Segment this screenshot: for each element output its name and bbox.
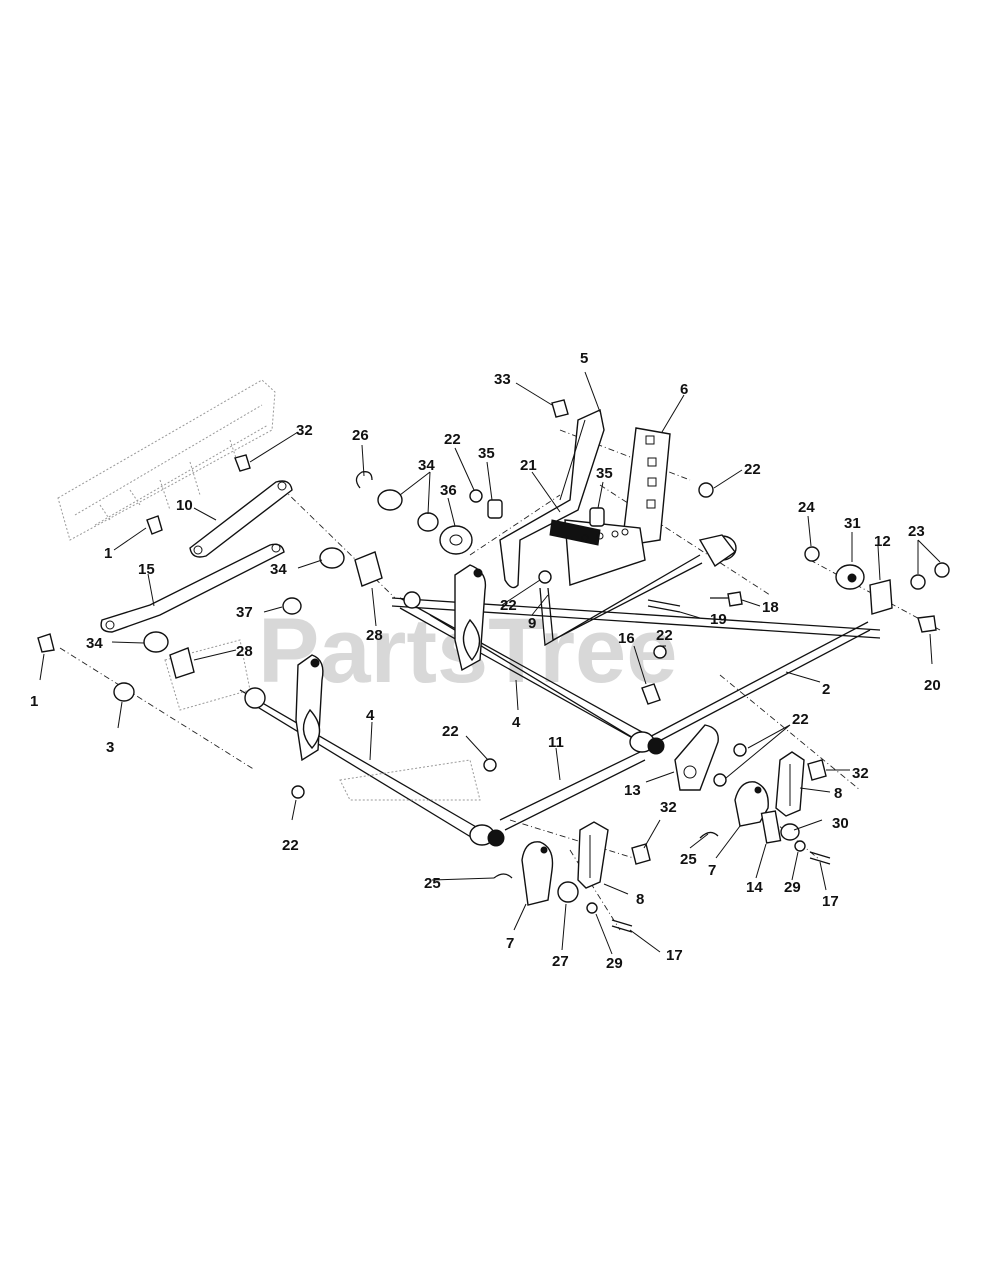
frame-outline — [57, 379, 276, 541]
label-28: 28 — [236, 643, 253, 660]
label-4: 4 — [512, 714, 521, 731]
label-8: 8 — [834, 785, 842, 802]
part-14 — [760, 810, 782, 844]
label-22: 22 — [792, 711, 809, 728]
label-13: 13 — [624, 782, 641, 799]
label-31: 31 — [844, 515, 861, 532]
label-10: 10 — [176, 497, 193, 514]
label-22: 22 — [442, 723, 459, 740]
hanger-7-right — [734, 781, 769, 827]
label-26: 26 — [352, 427, 369, 444]
label-21: 21 — [520, 457, 537, 474]
label-20: 20 — [924, 677, 941, 694]
bracket-5 — [499, 408, 605, 589]
label-30: 30 — [832, 815, 849, 832]
label-14: 14 — [746, 879, 763, 896]
label-22: 22 — [500, 597, 517, 614]
hardware — [37, 399, 950, 933]
link-rod-11 — [499, 751, 646, 831]
label-34: 34 — [270, 561, 287, 578]
label-27: 27 — [552, 953, 569, 970]
label-25: 25 — [680, 851, 697, 868]
label-16: 16 — [618, 630, 635, 647]
label-32: 32 — [296, 422, 313, 439]
label-23: 23 — [908, 523, 925, 540]
label-37: 37 — [236, 604, 253, 621]
label-6: 6 — [680, 381, 688, 398]
label-2: 2 — [822, 681, 830, 698]
label-8: 8 — [636, 891, 644, 908]
link-8-right — [775, 751, 805, 817]
label-34: 34 — [418, 457, 435, 474]
label-19: 19 — [710, 611, 727, 628]
arm-13 — [674, 724, 719, 791]
link-15 — [100, 543, 285, 633]
label-3: 3 — [106, 739, 114, 756]
label-17: 17 — [666, 947, 683, 964]
leader-lines — [39, 371, 941, 955]
pivot-bracket-upper — [454, 564, 487, 672]
label-11: 11 — [548, 734, 564, 751]
label-9: 9 — [528, 615, 536, 632]
plate-21 — [549, 519, 646, 586]
shaft-bushings — [244, 534, 737, 847]
label-22: 22 — [282, 837, 299, 854]
label-36: 36 — [440, 482, 457, 499]
link-10 — [189, 480, 293, 558]
label-4: 4 — [366, 707, 375, 724]
label-12: 12 — [874, 533, 891, 550]
hanger-7-left — [521, 841, 554, 906]
label-1: 1 — [30, 693, 38, 710]
label-22: 22 — [744, 461, 761, 478]
pivot-bracket-lower — [295, 654, 324, 762]
label-35: 35 — [596, 465, 613, 482]
label-33: 33 — [494, 371, 511, 388]
label-5: 5 — [580, 350, 588, 367]
label-29: 29 — [784, 879, 801, 896]
label-34: 34 — [86, 635, 103, 652]
label-18: 18 — [762, 599, 779, 616]
label-32: 32 — [660, 799, 677, 816]
label-29: 29 — [606, 955, 623, 972]
bracket-6 — [621, 427, 671, 547]
label-32: 32 — [852, 765, 869, 782]
part-labels: 5 33 6 32 26 22 35 21 34 35 22 36 10 24 … — [30, 350, 941, 972]
label-24: 24 — [798, 499, 815, 516]
label-7: 7 — [708, 862, 716, 879]
link-8-left — [577, 821, 609, 889]
label-28: 28 — [366, 627, 383, 644]
label-7: 7 — [506, 935, 514, 952]
label-22: 22 — [656, 627, 673, 644]
label-15: 15 — [138, 561, 155, 578]
label-1: 1 — [104, 545, 112, 562]
label-35: 35 — [478, 445, 495, 462]
label-22: 22 — [444, 431, 461, 448]
label-17: 17 — [822, 893, 839, 910]
label-25: 25 — [424, 875, 441, 892]
